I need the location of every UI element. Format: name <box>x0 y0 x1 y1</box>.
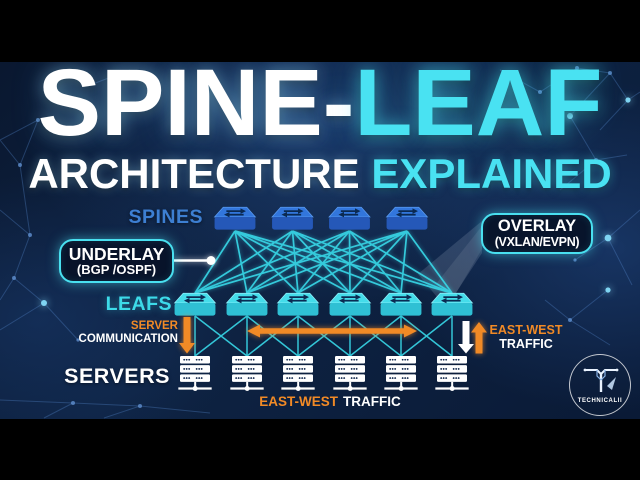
east-west-traffic-bottom-label: EAST-WEST TRAFFIC <box>230 395 430 409</box>
underlay-callout: UNDERLAY (BGP /OSPF) <box>59 239 174 283</box>
east-west-traffic-side-label: EAST-WEST TRAFFIC <box>486 323 566 352</box>
server-communication-label: SERVER COMMUNICATION <box>36 320 178 345</box>
page-subtitle: ARCHITECTURE EXPLAINED <box>0 153 640 195</box>
channel-name: TECHNICALII <box>577 398 623 404</box>
server-communication-line2: COMMUNICATION <box>78 332 178 345</box>
title-white-part: SPINE- <box>37 50 355 156</box>
title-cyan-part: LEAF <box>354 50 603 156</box>
subtitle-white-part: ARCHITECTURE <box>28 150 372 197</box>
east-west-bottom-orange: EAST-WEST <box>259 394 338 409</box>
overlay-callout: OVERLAY (VXLAN/EVPN) <box>481 213 593 254</box>
underlay-subtitle: (BGP /OSPF) <box>76 262 157 278</box>
spines-row-label: SPINES <box>128 206 203 228</box>
east-west-side-line1: EAST-WEST <box>489 323 563 337</box>
channel-logo: TECHNICALII <box>569 354 631 416</box>
overlay-title: OVERLAY <box>497 217 577 236</box>
top-letterbox-bar <box>0 0 640 62</box>
subtitle-cyan-part: EXPLAINED <box>371 150 612 197</box>
leafs-row-label: LEAFS <box>105 293 172 315</box>
underlay-title: UNDERLAY <box>68 243 165 264</box>
logo-circuit-t-icon <box>583 368 619 392</box>
servers-row-label: SERVERS <box>64 364 170 388</box>
east-west-bottom-white: TRAFFIC <box>343 394 401 409</box>
east-west-side-line2: TRAFFIC <box>499 336 553 351</box>
page-title: SPINE-LEAF <box>0 56 640 151</box>
server-communication-line1: SERVER <box>130 320 178 332</box>
overlay-subtitle: (VXLAN/EVPN) <box>494 234 580 249</box>
bottom-letterbox-bar <box>0 419 640 480</box>
